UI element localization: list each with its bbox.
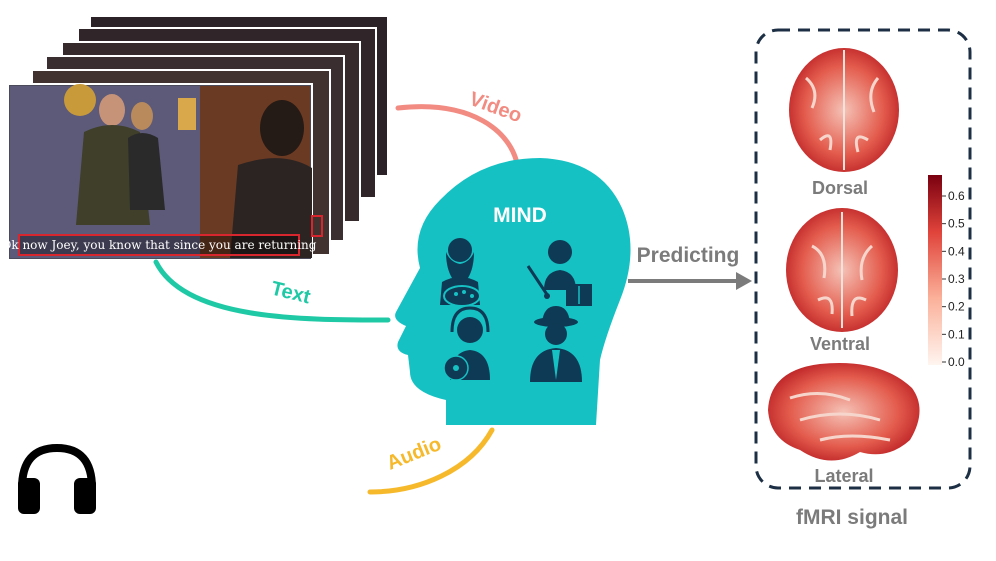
- colorbar-tick-label: 0.1: [948, 327, 965, 341]
- subtitle-text: Ok now Joey, you know that since you are…: [1, 238, 317, 252]
- head-silhouette: [395, 158, 631, 425]
- fmri-signal-label: fMRI signal: [796, 506, 908, 529]
- dorsal-brain: [789, 48, 899, 172]
- predicting-arrow: [628, 272, 752, 290]
- video-arc: [395, 104, 521, 171]
- colorbar-tick-label: 0.5: [948, 217, 965, 231]
- video-frames-stack: [7, 15, 389, 261]
- audio-arc: [367, 427, 495, 495]
- audio-waveform: [102, 444, 366, 524]
- artist-palette-icon: [440, 238, 481, 307]
- predicting-label: Predicting: [637, 244, 740, 267]
- colorbar-tick-label: 0.6: [948, 189, 965, 203]
- colorbar-tick-label: 0.2: [948, 300, 965, 314]
- text-arc: [153, 259, 391, 323]
- audio-label: Audio: [384, 433, 445, 475]
- fmri-dashed-box: [754, 28, 972, 490]
- lateral-brain: [768, 363, 920, 461]
- colorbar-tick-label: 0.0: [948, 355, 965, 369]
- dorsal-label: Dorsal: [812, 178, 868, 198]
- subtitle-box: Ok now Joey, you know that since you are…: [2, 234, 316, 256]
- video-label: Video: [466, 88, 524, 127]
- dj-headset-icon: [443, 306, 490, 381]
- colorbar: 0.6 0.5 0.4 0.3 0.2 0.1 0.0: [928, 175, 965, 369]
- text-label: Text: [269, 278, 313, 309]
- detective-icon: [530, 306, 582, 382]
- ventral-brain: [786, 208, 898, 332]
- ventral-label: Ventral: [810, 334, 870, 354]
- mind-label: MIND: [493, 204, 547, 227]
- colorbar-tick-label: 0.3: [948, 272, 965, 286]
- lateral-label: Lateral: [814, 466, 873, 486]
- teacher-icon: [526, 240, 592, 306]
- colorbar-tick-label: 0.4: [948, 244, 965, 258]
- headphones-icon: [18, 443, 96, 514]
